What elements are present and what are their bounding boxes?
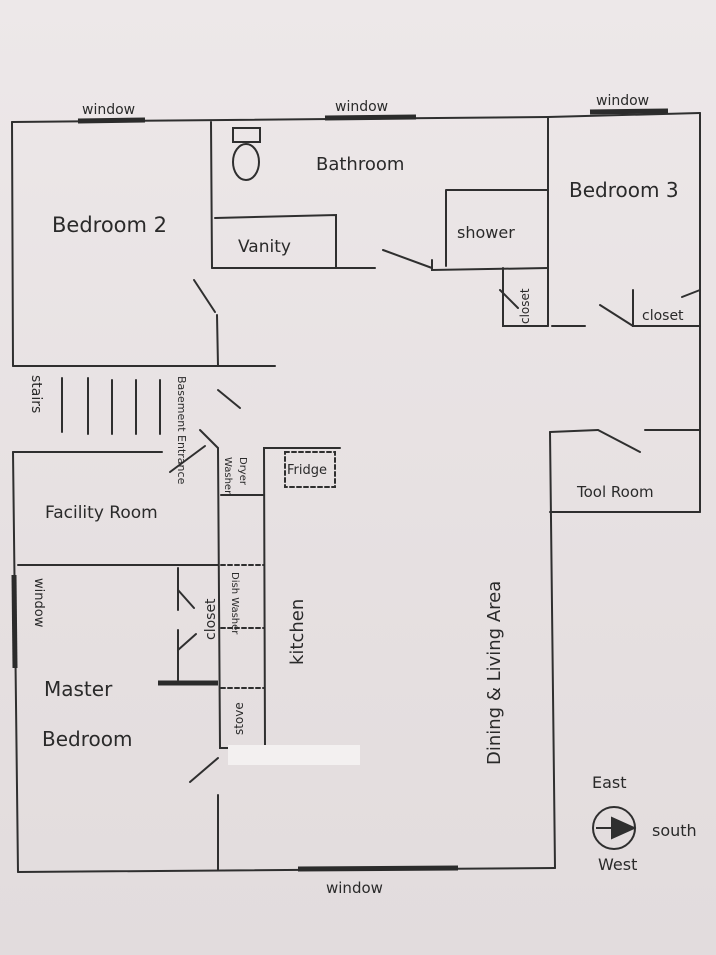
- window-label-top-left: window: [82, 102, 135, 118]
- window-top-middle-mark: [324, 114, 417, 121]
- label-bedroom2: Bedroom 2: [52, 213, 167, 237]
- label-fridge: Fridge: [287, 463, 327, 478]
- bedroom2-door-leaf: [193, 279, 216, 313]
- outer-wall-bottom: [17, 867, 556, 873]
- bedroom3-closet: [599, 289, 701, 327]
- window-top-left-mark: [77, 117, 146, 124]
- window-left-mark: [11, 574, 18, 669]
- label-master-line1: Master: [44, 677, 113, 701]
- compass-south: south: [652, 821, 697, 840]
- basement-door-lower: [169, 445, 206, 473]
- bedroom2-right-wall: [210, 121, 213, 269]
- master-closet-door: [177, 589, 197, 651]
- label-bathroom: Bathroom: [316, 154, 404, 175]
- label-washer: Washer: [222, 457, 233, 495]
- window-bottom-mark: [297, 865, 459, 872]
- compass-icon: [592, 806, 637, 850]
- window-label-bottom: window: [326, 879, 383, 897]
- erased-patch: [228, 745, 360, 765]
- dish-box: [220, 564, 265, 629]
- label-bedroom3: Bedroom 3: [569, 178, 679, 202]
- vanity-box: [214, 213, 337, 269]
- label-closet-bed3: closet: [642, 308, 684, 324]
- label-dining-living: Dining & Living Area: [484, 581, 505, 765]
- label-vanity: Vanity: [238, 237, 291, 257]
- label-closet-master: closet: [203, 598, 219, 640]
- outer-wall-right-lower: [549, 431, 556, 869]
- label-stairs: stairs: [28, 375, 44, 413]
- window-label-left: window: [31, 578, 46, 628]
- window-top-right-mark: [589, 108, 669, 115]
- outer-wall-left-upper: [11, 121, 14, 367]
- hall-wall-upper: [216, 314, 219, 367]
- closet-bath-door: [499, 289, 519, 309]
- toilet-icon: [232, 127, 261, 181]
- label-shower: shower: [457, 223, 515, 242]
- stair-treads: [61, 377, 161, 435]
- window-label-top-middle: window: [335, 99, 388, 115]
- label-dryer: Dryer: [237, 457, 248, 486]
- bath-wall-bottom-right: [431, 259, 549, 272]
- fridge-box: [284, 451, 336, 488]
- label-tool-room: Tool Room: [576, 483, 654, 501]
- master-door: [189, 757, 219, 871]
- basement-door: [199, 389, 241, 449]
- label-kitchen: kitchen: [287, 599, 308, 665]
- tool-room-top: [549, 429, 599, 433]
- label-basement-entrance: Basement Entrance: [175, 376, 188, 485]
- label-dish-washer: Dish Washer: [229, 572, 240, 635]
- bath-door-leaf: [382, 249, 433, 269]
- tool-room-door: [597, 429, 641, 453]
- window-label-top-right: window: [596, 93, 649, 109]
- compass-east: East: [592, 773, 627, 792]
- label-stove: stove: [232, 702, 246, 735]
- closet-bath-box: [502, 267, 549, 327]
- label-closet-bath: closet: [518, 288, 532, 324]
- label-master-line2: Bedroom: [42, 727, 132, 751]
- label-facility-room: Facility Room: [45, 503, 158, 523]
- compass-west: West: [598, 855, 637, 874]
